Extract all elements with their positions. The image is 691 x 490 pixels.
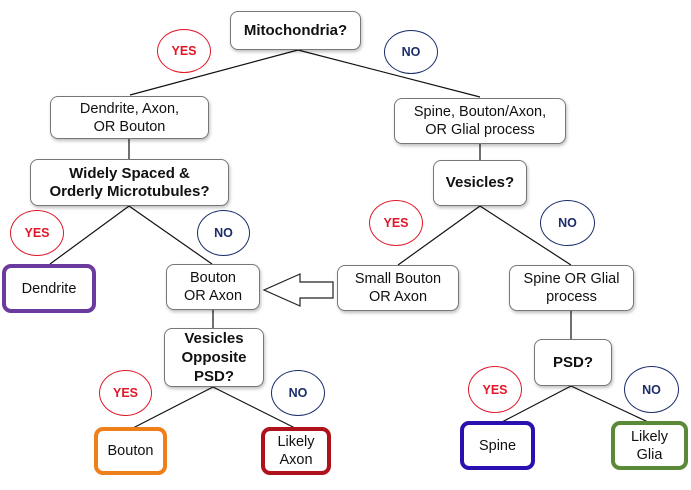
question-psd: PSD?: [534, 339, 612, 386]
answer-badge-yes: YES: [99, 370, 152, 416]
outcome-bouton: Bouton: [94, 427, 167, 475]
edge-root-yes: [129, 49, 299, 96]
edge-vesicles-no: [479, 205, 572, 266]
category-spine-bouton-glial: Spine, Bouton/Axon, OR Glial process: [394, 98, 566, 144]
category-small-bouton-or-axon: Small Bouton OR Axon: [337, 265, 459, 311]
category-bouton-or-axon: Bouton OR Axon: [166, 264, 260, 310]
edge-psd-yes: [501, 385, 572, 423]
edge-vop-yes: [132, 386, 214, 429]
edge-root-no: [297, 49, 481, 98]
edge-microtubules-no: [128, 205, 213, 265]
outcome-likely-axon: Likely Axon: [261, 427, 331, 475]
edge-psd-no: [570, 385, 649, 423]
answer-badge-no: NO: [197, 210, 250, 256]
outcome-dendrite: Dendrite: [2, 264, 96, 313]
edge-vop-no: [212, 386, 296, 429]
question-vesicles-opposite-psd: Vesicles Opposite PSD?: [164, 328, 264, 387]
question-microtubules: Widely Spaced & Orderly Microtubules?: [30, 159, 229, 206]
answer-badge-no: NO: [624, 366, 679, 413]
category-spine-or-glial: Spine OR Glial process: [509, 265, 634, 311]
answer-badge-yes: YES: [468, 366, 522, 413]
answer-badge-no: NO: [540, 200, 595, 246]
edge-vesicles-yes: [397, 205, 481, 266]
answer-badge-no: NO: [384, 30, 438, 74]
question-mitochondria: Mitochondria?: [230, 11, 361, 50]
answer-badge-yes: YES: [157, 29, 211, 73]
category-dendrite-axon-bouton: Dendrite, Axon, OR Bouton: [50, 96, 209, 139]
answer-badge-yes: YES: [10, 210, 64, 256]
outcome-likely-glia: Likely Glia: [611, 421, 688, 470]
edge-microtubules-yes: [49, 205, 130, 265]
question-vesicles: Vesicles?: [433, 160, 527, 206]
outcome-spine: Spine: [460, 421, 535, 470]
answer-badge-yes: YES: [369, 200, 423, 246]
hollow-arrow-icon: [262, 273, 334, 307]
answer-badge-no: NO: [271, 370, 325, 416]
